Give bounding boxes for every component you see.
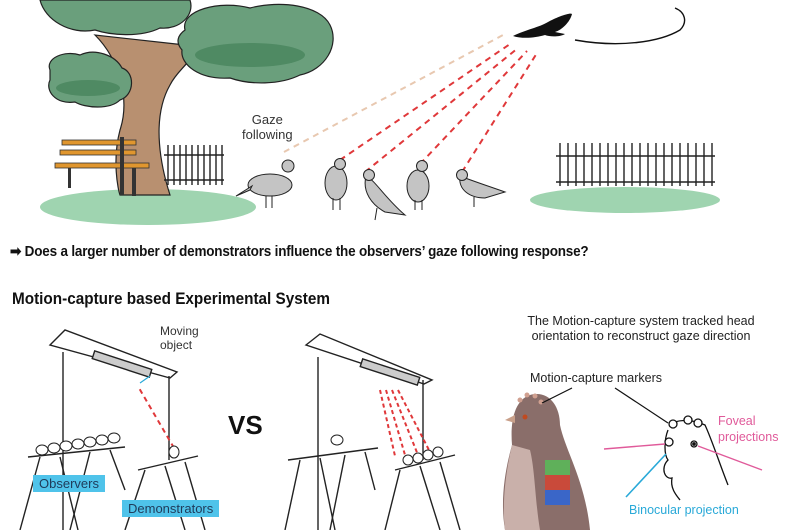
gaze-line-demonstrator: [461, 52, 538, 173]
caption-line2: orientation to reconstruct gaze directio…: [531, 329, 751, 343]
foveal-projections-label: Foveal projections: [718, 413, 778, 445]
gaze-line-demonstrator: [364, 47, 519, 173]
pigeon-demonstrator: [363, 169, 407, 221]
predator-bird-silhouette: [513, 13, 572, 38]
tree-foliage-right-shade: [195, 43, 305, 67]
gaze-lines: [283, 34, 538, 173]
motion-capture-caption: The Motion-capture system tracked head o…: [496, 314, 786, 344]
caption-line1: The Motion-capture system tracked head: [527, 314, 755, 328]
fence-right: [556, 143, 715, 186]
demonstrator-pigeons-group: [402, 446, 444, 466]
marker-pointer-drawing: [614, 387, 669, 424]
gaze-label-line1: Gaze: [251, 112, 283, 127]
gaze-label-line2: following: [242, 127, 293, 142]
gaze-line-single: [138, 387, 175, 449]
observers-tag: Observers: [33, 475, 105, 492]
foveal-projection-lines: [603, 443, 763, 471]
grass-patch-right: [530, 187, 720, 213]
pigeon-observer: [235, 159, 295, 208]
pigeon-demonstrator: [406, 160, 430, 210]
predator-flight-path: [574, 7, 686, 45]
binocular-projection-label: Binocular projection: [629, 503, 739, 517]
fence-left: [164, 145, 224, 185]
foveal-line1: Foveal: [718, 414, 756, 428]
pigeon-photo: [502, 392, 590, 530]
experimental-rig-single-demonstrator: [19, 329, 206, 530]
demonstrator-pigeon: [168, 445, 180, 459]
moving-object-line2: object: [160, 338, 193, 352]
gaze-line-demonstrator: [339, 43, 511, 161]
pigeon-demonstrator: [456, 169, 507, 207]
observer-pigeon: [330, 434, 344, 446]
moving-object-line1: Moving: [160, 324, 199, 338]
gaze-following-label: Gaze following: [242, 112, 293, 142]
gaze-lines-multiple: [379, 389, 431, 457]
gaze-line-observer: [283, 34, 504, 153]
experimental-rig-multiple-demonstrators: [284, 333, 461, 530]
gaze-line-demonstrator: [419, 50, 528, 165]
moving-object-pointer: [139, 375, 151, 384]
demonstrators-tag: Demonstrators: [122, 500, 220, 517]
moving-object-label: Moving object: [160, 324, 199, 352]
observer-pigeons-row: [35, 432, 121, 456]
park-bench: [54, 137, 150, 196]
binocular-projection-line: [625, 453, 667, 498]
tree-foliage-top: [39, 0, 192, 36]
marker-pointer-photo: [541, 387, 573, 404]
tree-foliage-left-shade: [56, 80, 120, 96]
section-title: Motion-capture based Experimental System: [12, 289, 330, 308]
vs-label: VS: [228, 410, 263, 440]
motion-capture-markers-label: Motion-capture markers: [530, 371, 662, 385]
grass-patch-left: [40, 189, 256, 225]
foveal-line2: projections: [718, 430, 779, 444]
pigeon-demonstrator: [324, 158, 348, 210]
research-question: ➡ Does a larger number of demonstrators …: [10, 244, 589, 260]
pigeon-head-diagram: [663, 415, 729, 501]
